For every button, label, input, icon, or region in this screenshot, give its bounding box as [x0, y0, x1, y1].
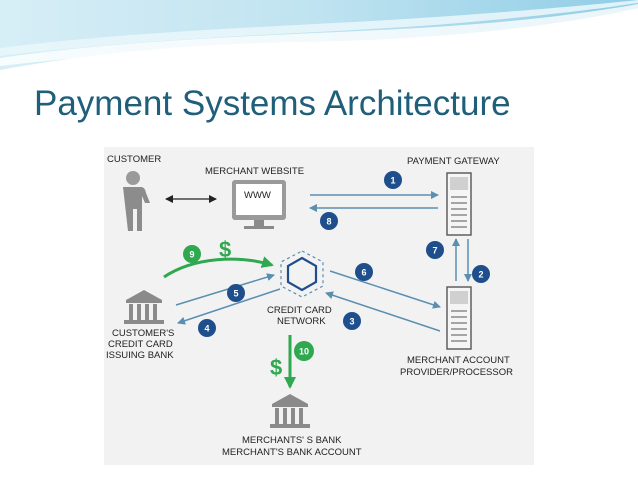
step-badge-2: 2	[472, 265, 490, 283]
customer-label: CUSTOMER	[107, 154, 161, 165]
dollar-icon: $	[219, 237, 231, 262]
step-badge-5: 5	[227, 284, 245, 302]
step-badge-6: 6	[355, 263, 373, 281]
gateway-server-icon	[446, 172, 472, 236]
www-text: WWW	[244, 190, 271, 201]
arrow-step-3	[325, 291, 441, 332]
merchant-bank-label-line2: MERCHANT'S BANK ACCOUNT	[222, 447, 362, 458]
customer-person-icon	[123, 171, 150, 231]
svg-text:3: 3	[349, 317, 354, 327]
step-badge-10: 10	[294, 341, 314, 361]
network-label-line1: CREDIT CARD	[267, 305, 332, 316]
customer-bank-label-line3: ISSUING BANK	[106, 350, 174, 361]
svg-text:7: 7	[432, 246, 437, 256]
arrow-step-4	[177, 288, 281, 325]
processor-server-icon	[446, 286, 472, 350]
arrow-step-6	[329, 270, 441, 309]
processor-label-line1: MERCHANT ACCOUNT	[407, 355, 510, 366]
customer-bank-icon	[124, 290, 164, 324]
architecture-diagram: CUSTOMER MERCHANT WEBSITE WWW PAYMENT GA…	[104, 147, 534, 465]
svg-text:9: 9	[189, 250, 194, 260]
payment-gateway-label: PAYMENT GATEWAY	[407, 156, 500, 167]
network-label-line2: NETWORK	[277, 316, 326, 327]
svg-text:10: 10	[299, 347, 309, 357]
credit-card-network-icon	[280, 250, 324, 298]
svg-text:2: 2	[478, 270, 483, 280]
svg-text:8: 8	[326, 217, 331, 227]
step-badge-8: 8	[320, 212, 338, 230]
computer-monitor-icon	[232, 180, 286, 229]
svg-text:1: 1	[390, 176, 395, 186]
step-badge-1: 1	[384, 171, 402, 189]
customer-bank-label-line2: CREDIT CARD	[108, 339, 173, 350]
customer-bank-label-line1: CUSTOMER'S	[112, 328, 174, 339]
step-badge-4: 4	[198, 319, 216, 337]
merchant-bank-icon	[270, 394, 310, 428]
dollar-icon: $	[270, 355, 282, 380]
arrow-step-9-funds	[163, 256, 274, 279]
merchant-website-label: MERCHANT WEBSITE	[205, 166, 304, 177]
step-badge-3: 3	[343, 312, 361, 330]
svg-text:5: 5	[233, 289, 238, 299]
processor-label-line2: PROVIDER/PROCESSOR	[400, 367, 513, 378]
header-wave-decoration	[0, 0, 638, 70]
svg-text:4: 4	[204, 324, 209, 334]
step-badge-7: 7	[426, 241, 444, 259]
slide-title: Payment Systems Architecture	[34, 84, 511, 123]
merchant-bank-label-line1: MERCHANTS' S BANK	[242, 435, 342, 446]
step-badge-9: 9	[183, 245, 201, 263]
arrow-step-5	[175, 273, 275, 306]
svg-text:6: 6	[361, 268, 366, 278]
